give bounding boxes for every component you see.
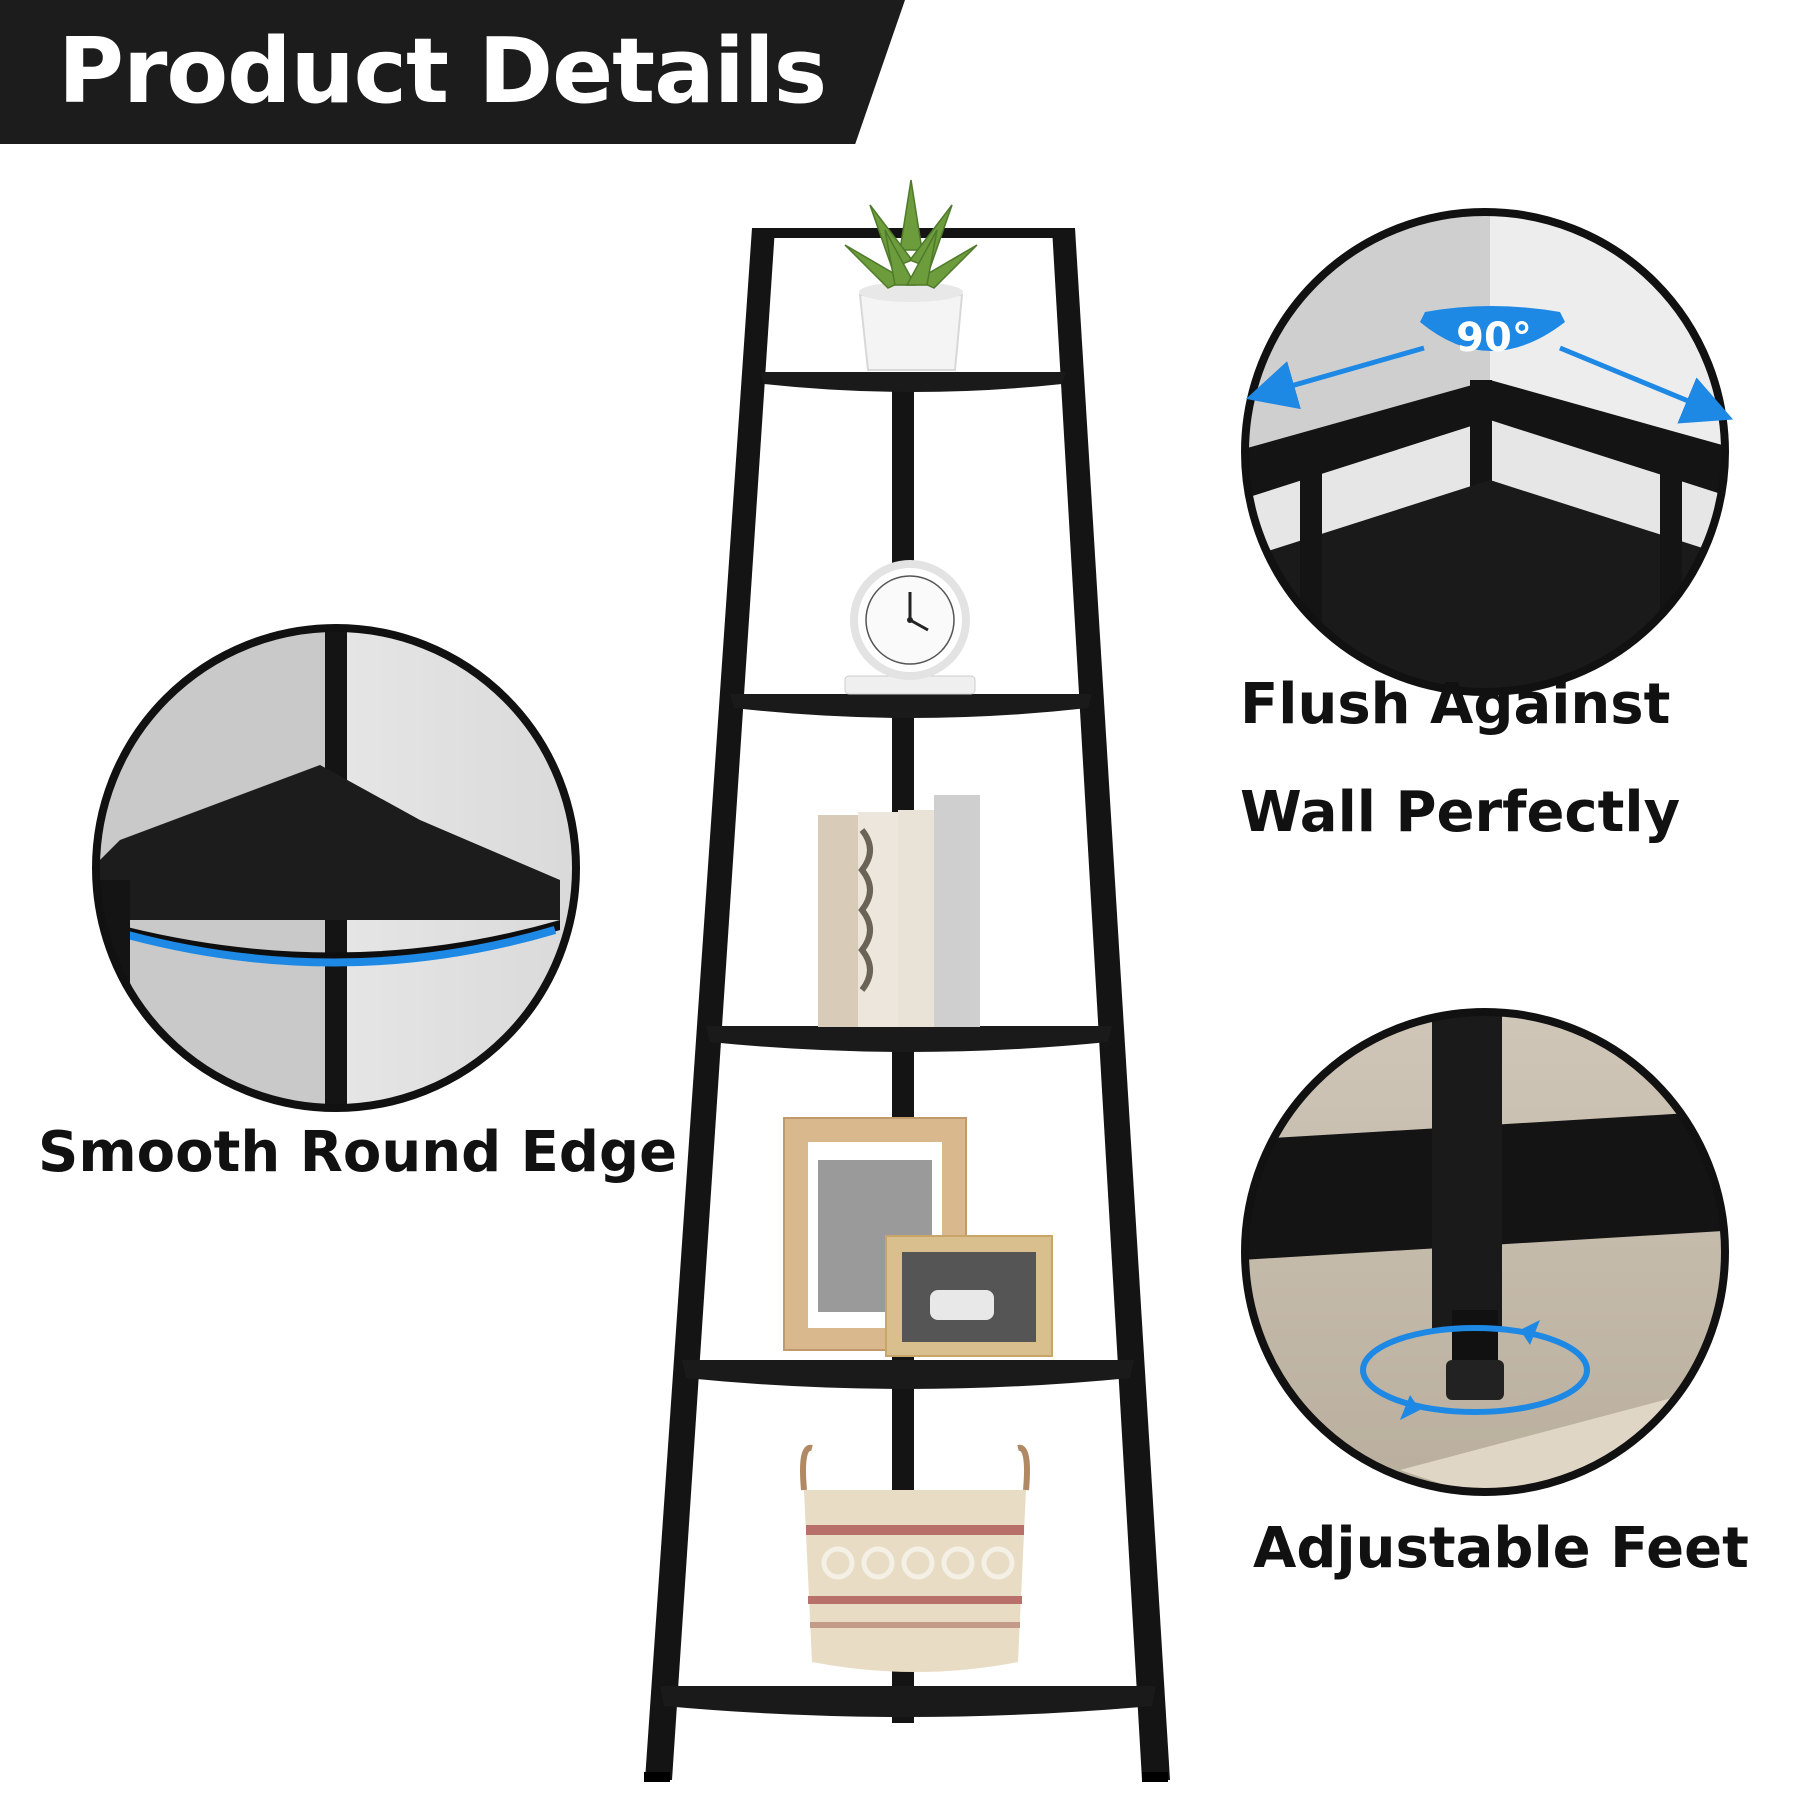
- shelf-leg-left: [645, 228, 775, 1780]
- shelf-board-2: [730, 694, 1092, 718]
- label-flush-line-1: Flush Against: [1240, 672, 1671, 737]
- shelf-board-3: [706, 1026, 1112, 1052]
- detail-circle-feet: [1241, 1008, 1729, 1496]
- label-flush-line-2: Wall Perfectly: [1240, 780, 1681, 845]
- shelf-board-1: [760, 372, 1066, 392]
- header-banner: [0, 0, 905, 144]
- label-smooth-edge: Smooth Round Edge: [38, 1120, 678, 1185]
- detail-circle-wall-fit: 90°: [1241, 208, 1734, 696]
- picture-frame-icon: [783, 1117, 1053, 1357]
- detail-circle-smooth-edge: [92, 624, 580, 1112]
- shelf-board-4: [682, 1360, 1134, 1389]
- rotate-arrows-icon: [1360, 1325, 1590, 1415]
- corner-shelf: [644, 228, 1170, 1782]
- shelf-board-5: [660, 1686, 1156, 1717]
- clock-icon: [844, 560, 976, 695]
- label-adjustable-feet: Adjustable Feet: [1253, 1516, 1749, 1581]
- basket-icon: [800, 1444, 1030, 1672]
- books-icon: [818, 795, 980, 1027]
- page-title: Product Details: [58, 19, 827, 124]
- foot-left: [644, 1772, 670, 1782]
- angle-label: 90°: [1456, 315, 1532, 361]
- shelf-leg-right: [1052, 228, 1170, 1780]
- angle-arrows-icon: [1245, 345, 1425, 410]
- plant-icon: [844, 179, 978, 371]
- foot-right: [1142, 1772, 1168, 1782]
